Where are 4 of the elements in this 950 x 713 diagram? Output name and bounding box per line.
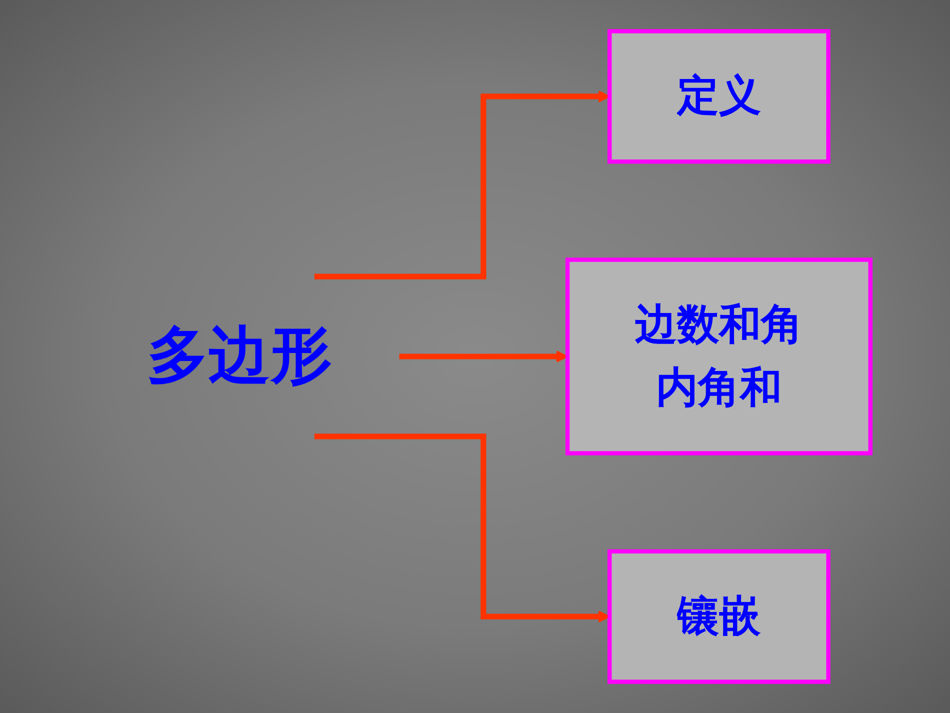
node-box: 定义	[608, 29, 830, 164]
node-box: 边数和角 内角和	[565, 258, 872, 456]
node-box: 镶嵌	[608, 549, 830, 684]
node-text: 多边形	[146, 320, 332, 392]
